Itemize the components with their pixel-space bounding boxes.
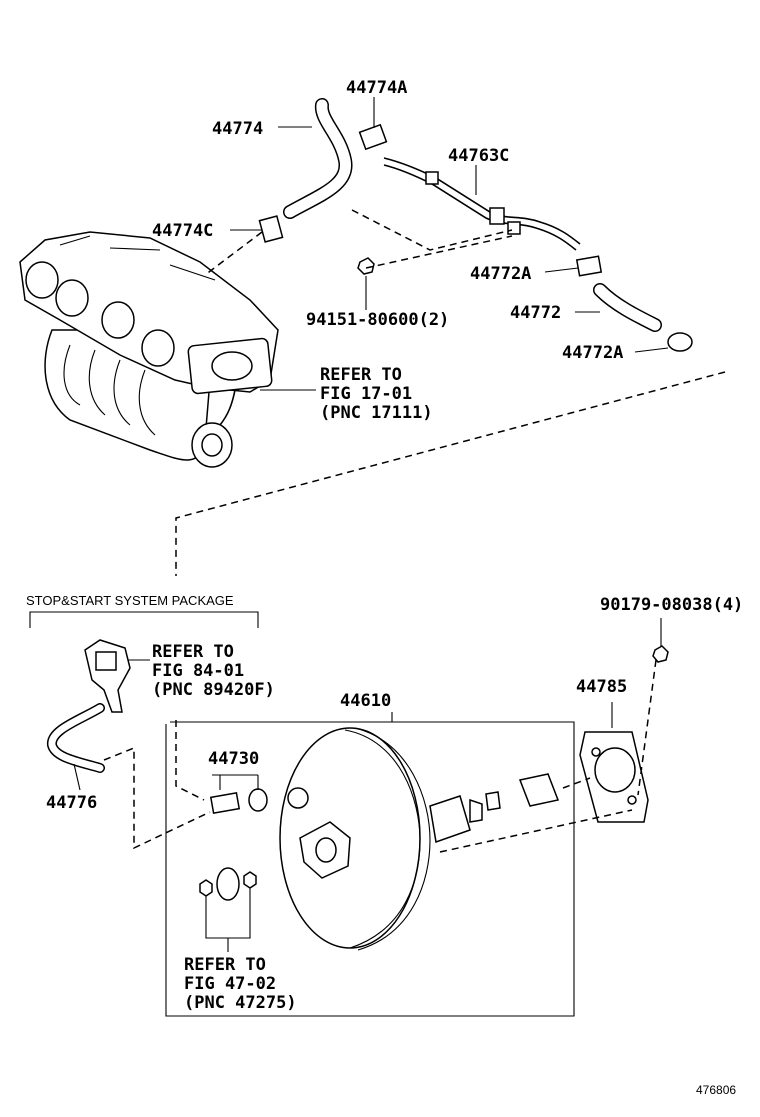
refer-3-line-3: (PNC 47275)	[184, 993, 297, 1013]
pipe-44763C-drawing	[383, 157, 581, 251]
check-valve-44730-drawing	[209, 787, 309, 815]
label-stopstart-package: STOP&START SYSTEM PACKAGE	[26, 593, 234, 608]
label-44763C: 44763C	[448, 146, 509, 166]
nut-90179-drawing	[652, 645, 669, 663]
sensor-89420F-drawing	[84, 639, 131, 713]
label-44772A-bottom: 44772A	[562, 343, 623, 363]
refer-fig-84-01: REFER TO FIG 84-01 (PNC 89420F)	[152, 642, 275, 700]
refer-2-line-1: REFER TO	[152, 642, 234, 662]
label-44772A-top: 44772A	[470, 264, 531, 284]
refer-3-line-1: REFER TO	[184, 955, 266, 975]
label-44774C: 44774C	[152, 221, 213, 241]
hose-44772-drawing	[593, 283, 662, 332]
label-44776: 44776	[46, 793, 97, 813]
hose-44774-drawing	[283, 98, 353, 219]
refer-fig-17-01: REFER TO FIG 17-01 (PNC 17111)	[320, 365, 433, 423]
figure-id: 476806	[696, 1083, 736, 1097]
refer-1-line-2: FIG 17-01	[320, 384, 412, 404]
refer-3-line-2: FIG 47-02	[184, 974, 276, 994]
refer-1-line-1: REFER TO	[320, 365, 402, 385]
intake-manifold-drawing	[19, 231, 279, 468]
clamp-44774C-drawing	[258, 215, 284, 243]
refer-2-line-3: (PNC 89420F)	[152, 680, 275, 700]
refer-2-line-2: FIG 84-01	[152, 661, 244, 681]
clamp-44772A-lower-drawing	[667, 332, 693, 352]
label-94151-80600: 94151-80600(2)	[306, 310, 449, 330]
clamp-44774A-drawing	[358, 123, 388, 151]
gasket-44785-drawing	[579, 731, 649, 823]
brake-booster-44610-drawing	[279, 727, 483, 951]
label-44785: 44785	[576, 677, 627, 697]
label-44730: 44730	[208, 749, 259, 769]
oring-kit-47275-drawing	[199, 867, 257, 901]
label-44774: 44774	[212, 119, 263, 139]
label-44774A: 44774A	[346, 78, 407, 98]
clamp-44772A-drawing	[575, 255, 603, 277]
refer-1-line-3: (PNC 17111)	[320, 403, 433, 423]
label-44772: 44772	[510, 303, 561, 323]
label-44610: 44610	[340, 691, 391, 711]
refer-fig-47-02: REFER TO FIG 47-02 (PNC 47275)	[184, 955, 297, 1013]
hose-44776-drawing	[47, 703, 105, 773]
bracket-drawing	[485, 773, 560, 811]
label-90179-08038: 90179-08038(4)	[600, 595, 743, 615]
nut-94151-drawing	[357, 257, 375, 275]
